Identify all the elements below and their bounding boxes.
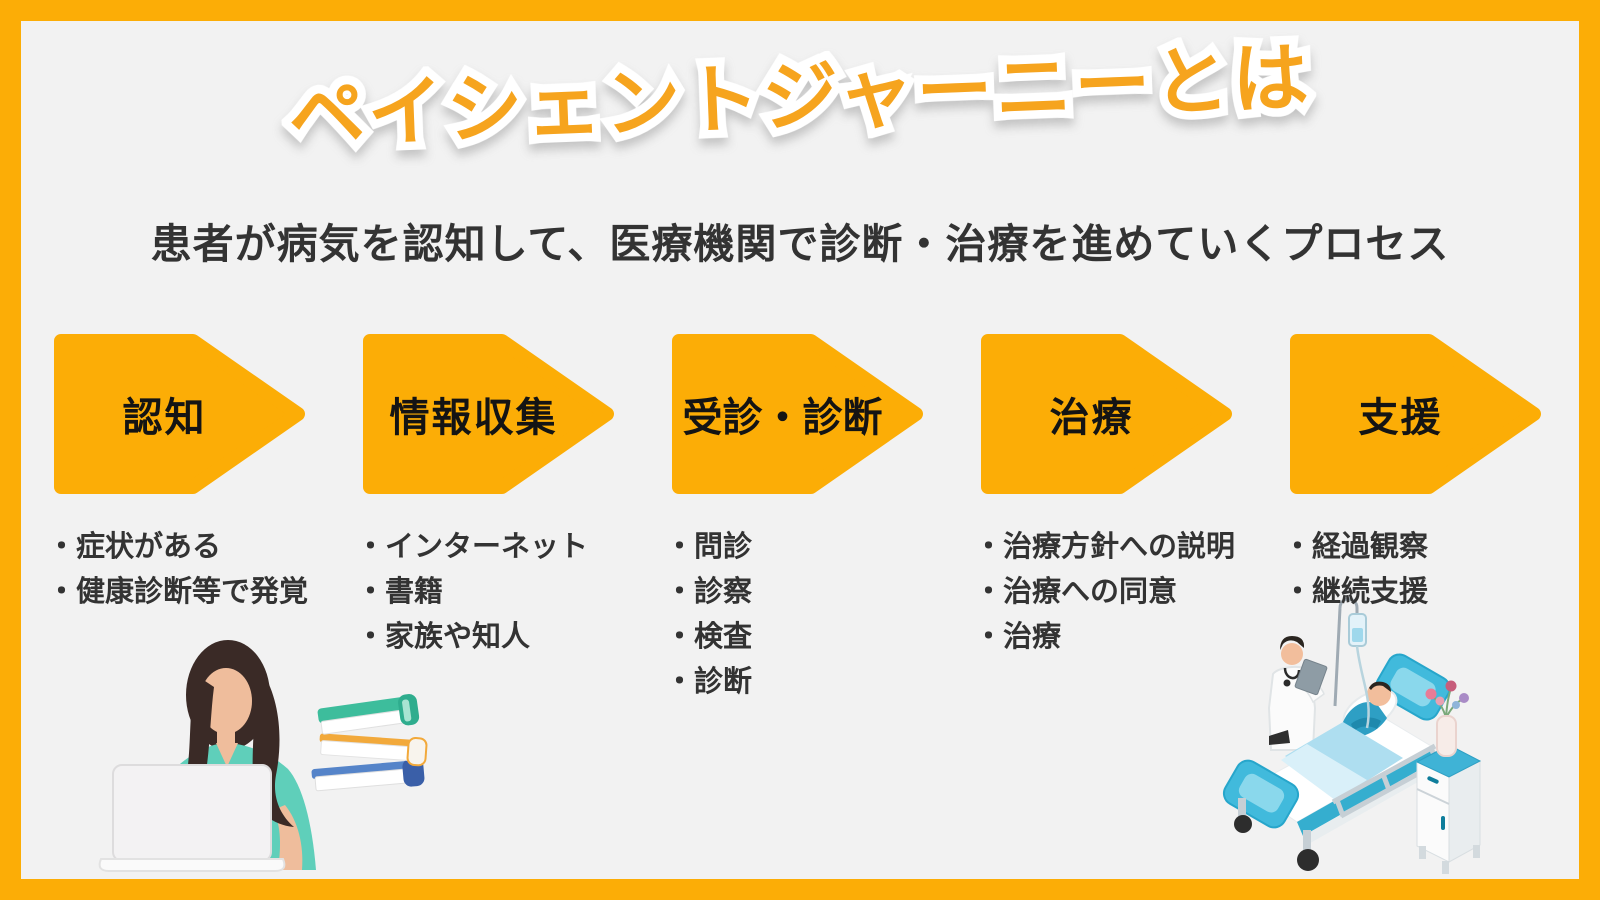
stage-arrow: 治療	[980, 333, 1233, 495]
bullet-item: ・診察	[665, 576, 753, 608]
hospital-bed-illustration	[1185, 588, 1505, 878]
stage-arrow: 認知	[53, 333, 306, 495]
page-title: ペイシェントジャーニーとは ペイシェントジャーニーとは	[0, 25, 1600, 170]
arrow-right-icon	[54, 334, 305, 494]
bullet-item: ・診断	[665, 666, 753, 698]
bullet-item: ・治療	[974, 621, 1062, 653]
stage-arrow: 受診・診断	[671, 333, 924, 495]
stage-label: 支援	[1358, 396, 1443, 440]
page-title-text: ペイシェントジャーニーとは	[287, 35, 1313, 160]
stage-bullets: ・問診 ・診察 ・検査 ・診断	[665, 525, 924, 705]
stage-bullets: ・症状がある ・健康診断等で発覚	[47, 525, 309, 615]
book-stack-icon	[311, 694, 428, 792]
stage-arrow: 情報収集	[362, 333, 615, 495]
bullet-item: ・インターネット	[356, 531, 589, 563]
stage-information-gathering: 情報収集 ・インターネット ・書籍 ・家族や知人	[356, 333, 615, 705]
bullet-item: ・症状がある	[47, 531, 222, 563]
stage-bullets: ・経過観察 ・継続支援	[1283, 525, 1542, 615]
journey-stages: 認知 ・症状がある ・健康診断等で発覚 情報収集 ・インターネット ・書籍 ・家…	[47, 333, 1542, 705]
page-subtitle: 患者が病気を認知して、医療機関で診断・治療を進めていくプロセス	[150, 221, 1450, 267]
hospital-scene-icon	[1222, 597, 1482, 874]
books-illustration	[302, 680, 442, 792]
arrow-right-icon	[672, 334, 923, 494]
woman-at-laptop-icon	[98, 640, 316, 872]
bullet-item: ・治療への同意	[974, 576, 1178, 608]
stage-label: 情報収集	[389, 396, 558, 440]
bullet-item: ・継続支援	[1283, 576, 1429, 608]
stage-bullets: ・インターネット ・書籍 ・家族や知人	[356, 525, 615, 660]
stage-arrow: 支援	[1289, 333, 1542, 495]
bullet-item: ・検査	[665, 621, 753, 653]
stage-label: 認知	[122, 396, 207, 440]
bullet-item: ・問診	[665, 531, 753, 563]
stage-support: 支援 ・経過観察 ・継続支援	[1283, 333, 1542, 705]
stage-label: 受診・診断	[682, 396, 883, 440]
stage-consultation-diagnosis: 受診・診断 ・問診 ・診察 ・検査 ・診断	[665, 333, 924, 705]
stage-bullets: ・治療方針への説明 ・治療への同意 ・治療	[974, 525, 1236, 660]
bullet-item: ・経過観察	[1283, 531, 1429, 563]
stage-treatment: 治療 ・治療方針への説明 ・治療への同意 ・治療	[974, 333, 1235, 705]
arrow-right-icon	[363, 334, 614, 494]
stage-label: 治療	[1049, 396, 1134, 440]
arrow-right-icon	[981, 334, 1232, 494]
arrow-right-icon	[1290, 334, 1541, 494]
bullet-item: ・健康診断等で発覚	[47, 576, 309, 608]
stage-awareness: 認知 ・症状がある ・健康診断等で発覚	[47, 333, 308, 705]
bullet-item: ・書籍	[356, 576, 444, 608]
bullet-item: ・治療方針への説明	[974, 531, 1236, 563]
woman-laptop-illustration	[92, 625, 444, 875]
bullet-item: ・家族や知人	[356, 621, 531, 653]
